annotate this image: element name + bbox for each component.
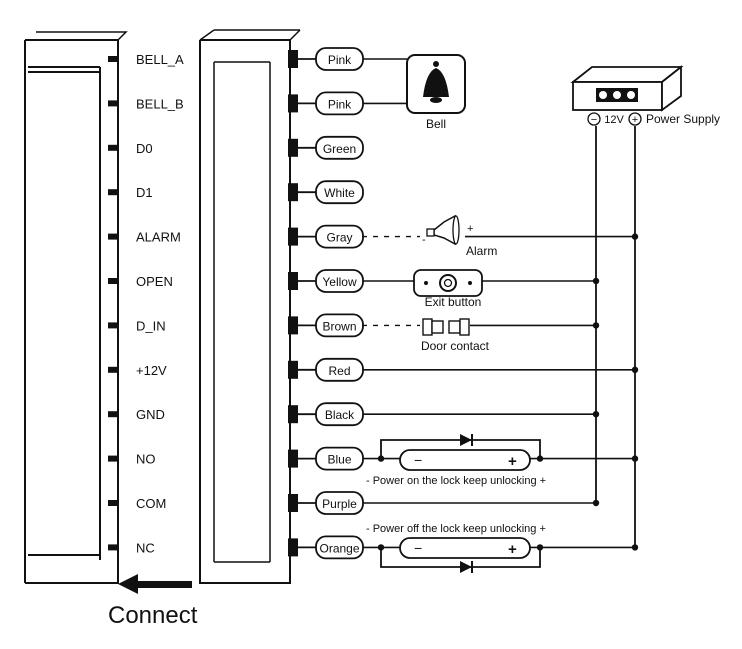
bell-device: Bell [406, 54, 466, 131]
pin-label: COM [136, 496, 166, 511]
lock-note-on: - Power on the lock keep unlocking + [366, 475, 546, 487]
wire-color-label: Red [328, 364, 350, 378]
pin-label: NO [136, 452, 156, 467]
wire-color-label: Brown [322, 319, 356, 333]
pin-terminal [108, 366, 118, 373]
pin-terminal [108, 56, 118, 62]
pin-label: +12V [136, 363, 167, 378]
pin-terminal [108, 233, 118, 240]
pin-terminal [108, 455, 118, 462]
pin-label: BELL_B [136, 96, 184, 111]
connect-arrow: Connect [108, 574, 198, 629]
pin-label: D_IN [136, 318, 166, 333]
pin-terminal [108, 100, 118, 107]
lock-fail-secure: − + - Power on the lock keep unlocking + [366, 434, 546, 487]
connect-label: Connect [108, 602, 198, 629]
power-supply: − 12V + Power Supply [570, 65, 720, 126]
block-terminal [288, 183, 298, 202]
alarm-device: - + Alarm [422, 214, 497, 258]
svg-text:+: + [508, 453, 517, 470]
block-terminal [288, 94, 298, 113]
svg-text:-: - [422, 234, 426, 246]
pin-terminal [108, 544, 118, 551]
pin-terminal [108, 322, 118, 329]
block-terminal [288, 360, 298, 379]
lock-icon [399, 449, 531, 471]
minus-terminal-icon [587, 112, 601, 126]
exit-button-label: Exit button [425, 295, 482, 309]
pin-label: NC [136, 540, 155, 555]
block-terminal [288, 538, 298, 557]
power-supply-label: Power Supply [646, 112, 720, 126]
block-terminal [288, 138, 298, 157]
pin-label: BELL_A [136, 52, 184, 67]
door-contact-device: Door contact [421, 318, 490, 353]
block-terminal [288, 449, 298, 468]
wire-color-tag [315, 135, 364, 160]
lock-icon [399, 537, 531, 559]
wire-color-label: Gray [326, 231, 352, 245]
wire-color-label: Green [323, 142, 356, 156]
siren-icon [433, 214, 456, 246]
alarm-label: Alarm [466, 244, 497, 258]
lock-note-off: - Power off the lock keep unlocking + [366, 523, 546, 535]
pin-terminal [108, 278, 118, 284]
block-terminal [288, 227, 298, 246]
bell-label: Bell [426, 117, 446, 131]
block-terminal [288, 50, 298, 68]
pin-label: ALARM [136, 230, 181, 245]
block-terminal [288, 494, 298, 512]
wire-color-label: White [324, 186, 355, 200]
wire-color-label: Purple [322, 497, 357, 511]
controller-unit [24, 31, 128, 584]
svg-text:−: − [591, 114, 597, 126]
svg-text:+: + [508, 541, 517, 558]
block-terminal [288, 405, 298, 424]
svg-text:−: − [414, 452, 422, 468]
pin-terminal [108, 144, 118, 151]
pin-label: OPEN [136, 274, 173, 289]
exit-button-device: Exit button [413, 269, 483, 309]
door-contact-label: Door contact [421, 339, 490, 353]
pin-label: GND [136, 407, 165, 422]
bell-icon [423, 68, 449, 97]
wire-color-label: Yellow [322, 275, 357, 289]
svg-text:+: + [632, 114, 638, 126]
pin-label: D1 [136, 185, 153, 200]
block-terminal [288, 316, 298, 335]
arrow-left-icon [118, 574, 138, 594]
wire-color-label: Pink [328, 97, 352, 111]
wire-color-label: Blue [327, 453, 351, 467]
plus-terminal-icon [628, 112, 642, 126]
pin-terminal [108, 189, 118, 196]
pin-label: D0 [136, 141, 153, 156]
wire-color-label: Pink [328, 53, 352, 67]
pin-terminal [108, 411, 118, 418]
svg-text:−: − [414, 540, 422, 556]
block-terminal [288, 272, 298, 290]
wire-color-label: Black [325, 408, 355, 422]
wire-color-tag [315, 180, 364, 205]
pin-terminal [108, 500, 118, 506]
voltage-label: 12V [604, 114, 624, 126]
lock-fail-safe: - Power off the lock keep unlocking + − … [366, 523, 546, 573]
wire-connector-block [199, 29, 301, 584]
wire-color-label: Orange [319, 541, 359, 555]
svg-text:+: + [467, 223, 473, 235]
